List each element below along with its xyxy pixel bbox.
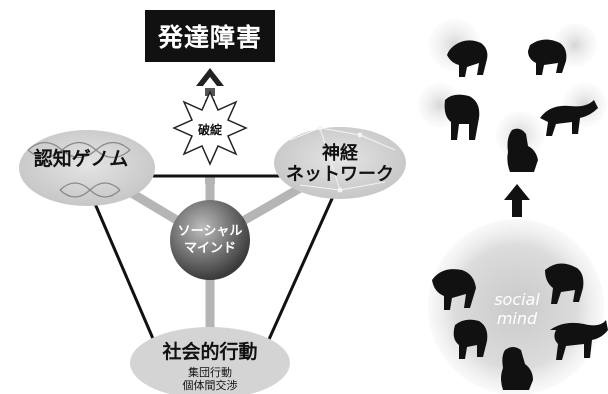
burst-label: 破綻 [197, 123, 222, 137]
genome-ellipse [19, 130, 155, 206]
social-mind-sphere [170, 200, 250, 280]
social-behavior-sub-line1: 集団行動 [188, 366, 232, 379]
network-label-line2: ネットワーク [286, 163, 394, 185]
monkey-icon [501, 347, 533, 390]
monkey-icon [447, 40, 488, 77]
monkey-icon [528, 39, 567, 75]
social-behavior-sub-line2: 個体間交渉 [182, 379, 238, 392]
monkey-group-bottom [432, 263, 608, 390]
social-mind-english-line1: social [494, 290, 540, 309]
social-mind-english-line2: mind [496, 309, 538, 328]
genome-label: 認知ゲノム [33, 148, 129, 170]
monkey-group-top [418, 19, 607, 172]
monkey-icon [550, 320, 608, 360]
triangle-lines [88, 174, 337, 356]
network-label: 神経 ネットワーク [275, 143, 405, 185]
social-mind-label: ソーシャル マインド [172, 223, 248, 257]
monkey-icon [453, 319, 488, 359]
social-mind-label-line2: マインド [183, 241, 236, 256]
monkey-icon [432, 269, 476, 310]
monkey-icon [507, 128, 538, 172]
monkey-icon [545, 263, 584, 304]
arrow-up-icon [504, 184, 530, 217]
monkey-icon [540, 100, 598, 136]
social-behavior-sublabel: 集団行動 個体間交渉 [150, 366, 270, 392]
burst-star-icon [172, 90, 248, 166]
social-behavior-label: 社会的行動 [162, 341, 258, 363]
social-mind-english-label: social mind [470, 290, 564, 328]
title-developmental-disorder: 発達障害 [145, 10, 275, 62]
network-label-line1: 神経 [322, 143, 358, 164]
dna-helix-icon [27, 141, 131, 198]
social-behavior-ellipse [130, 327, 290, 394]
network-ellipse [274, 127, 406, 199]
monkey-icon [444, 94, 480, 140]
neuron-network-icon [289, 125, 396, 193]
social-mind-label-line1: ソーシャル [177, 224, 243, 239]
